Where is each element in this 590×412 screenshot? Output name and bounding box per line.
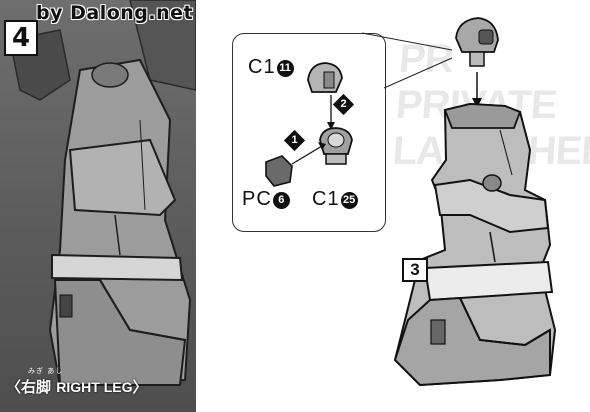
lower-leg-assembly: [395, 104, 555, 385]
knee-cap-part: [456, 18, 498, 66]
caption-suffix: 〉: [133, 378, 148, 396]
caption-english: RIGHT LEG: [56, 379, 132, 395]
caption-furigana: みぎ あし: [28, 366, 63, 376]
label-c1-25: C125: [312, 188, 358, 211]
label-pc-6-number: 6: [273, 192, 290, 209]
label-c1-11-number: 11: [277, 60, 294, 77]
step-number: 4: [4, 20, 38, 56]
label-pc-6-code: PC: [242, 188, 272, 210]
watermark: by Dalong.net: [36, 2, 193, 24]
order-badge-1-text: 1: [287, 133, 302, 148]
label-c1-11: C111: [248, 56, 294, 79]
order-badge-2-text: 2: [336, 97, 351, 112]
part-c1-11: [308, 63, 342, 92]
caption-japanese: 右脚: [21, 378, 51, 396]
order-badge-2: 2: [333, 94, 354, 115]
caption-prefix: 〈: [6, 378, 21, 396]
caption-line: 〈右脚 RIGHT LEG〉: [6, 376, 148, 397]
label-c1-25-number: 25: [341, 192, 358, 209]
label-c1-11-code: C1: [248, 56, 276, 78]
part-c1-25: [320, 128, 352, 164]
sub-step-number: 3: [402, 258, 428, 282]
label-c1-25-code: C1: [312, 188, 340, 210]
order-badge-1: 1: [284, 130, 305, 151]
part-pc-6: [266, 156, 292, 186]
label-pc-6: PC6: [242, 188, 290, 211]
